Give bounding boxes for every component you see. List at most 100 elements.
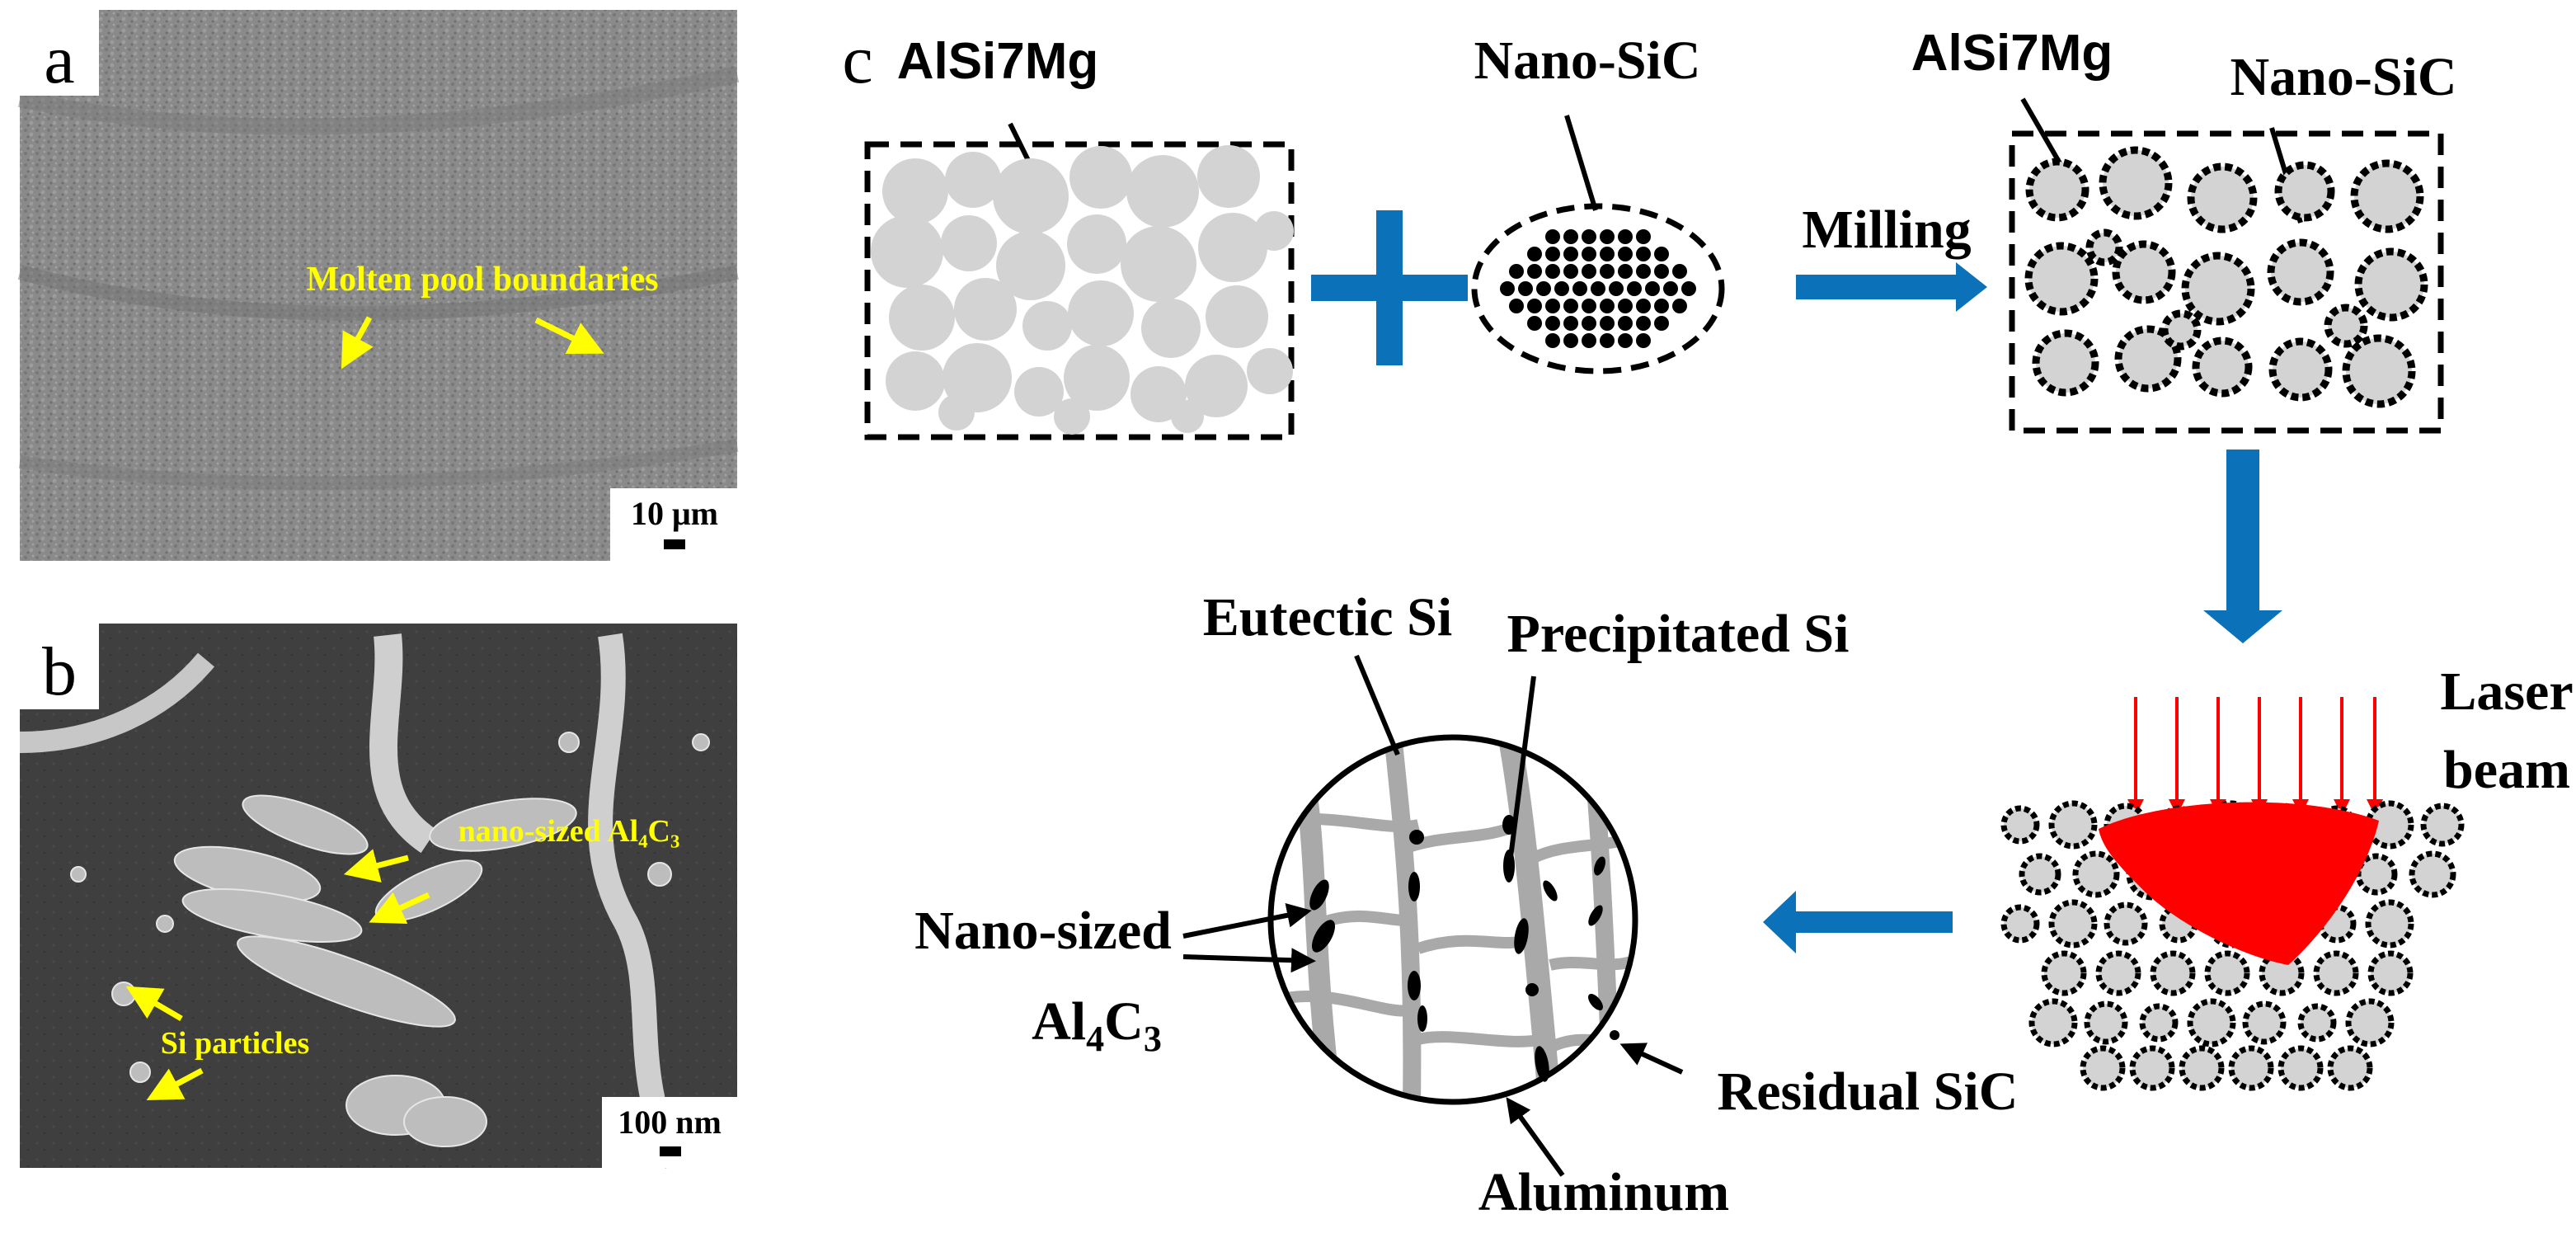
particle xyxy=(1054,398,1090,435)
particle xyxy=(1563,229,1578,244)
panel-b-scale-bar xyxy=(660,1146,681,1156)
particle xyxy=(2242,1000,2287,1045)
particle xyxy=(871,215,943,288)
particle xyxy=(1126,155,1199,228)
particle xyxy=(1618,299,1633,313)
particle xyxy=(1618,333,1633,348)
particle xyxy=(2085,228,2123,266)
panel-b-letter: b xyxy=(42,633,77,710)
particle xyxy=(1198,213,1267,282)
particle xyxy=(1554,281,1569,296)
particle xyxy=(1654,299,1669,313)
particle xyxy=(1171,400,1204,433)
particle xyxy=(1064,345,1130,411)
al4c3-leader-1 xyxy=(1182,902,1312,939)
particle xyxy=(1518,281,1533,296)
plus-sign-icon xyxy=(1311,210,1468,365)
particle xyxy=(2048,899,2098,949)
particle xyxy=(2268,337,2333,402)
particle xyxy=(1600,333,1615,348)
particle xyxy=(2048,800,2098,850)
panel-b-arrow-al4c3-1 xyxy=(343,849,409,883)
particle xyxy=(1582,299,1596,313)
particle xyxy=(2025,158,2089,222)
milling-arrow-icon xyxy=(1796,262,1987,312)
particle xyxy=(1121,226,1196,302)
particle xyxy=(2324,304,2368,348)
particle xyxy=(2112,240,2176,304)
particle xyxy=(1545,247,1560,261)
particle xyxy=(1636,264,1651,279)
residual-leader xyxy=(1619,1043,1684,1075)
panel-a-scale-bar xyxy=(664,539,685,549)
particle xyxy=(1022,301,1072,351)
particle xyxy=(1500,281,1515,296)
particle xyxy=(1527,247,1542,261)
particle xyxy=(1545,299,1560,313)
particle xyxy=(1618,247,1633,261)
particle xyxy=(2080,1045,2126,1091)
particle xyxy=(1582,247,1596,261)
particle xyxy=(2024,242,2099,316)
particle xyxy=(2028,998,2078,1047)
particle xyxy=(1247,348,1293,394)
particle xyxy=(2129,1045,2175,1091)
particle xyxy=(2409,850,2456,898)
particle xyxy=(1014,367,1064,417)
particle xyxy=(1600,247,1615,261)
panel-a-annotation: Molten pool boundaries xyxy=(306,261,658,299)
particle xyxy=(2228,1045,2274,1091)
nano-sic-label: Nano-SiC xyxy=(1474,31,1700,91)
particle xyxy=(1509,299,1524,313)
panel-b-letter-box xyxy=(20,624,99,709)
particle xyxy=(1681,281,1696,296)
particle xyxy=(1069,146,1132,209)
particle xyxy=(1618,264,1633,279)
panel-b-arrow-al4c3-2 xyxy=(369,892,430,924)
particle xyxy=(1527,264,1542,279)
particle xyxy=(2342,334,2416,408)
particle xyxy=(1591,281,1605,296)
particle xyxy=(1563,264,1578,279)
mixed-powder-label: AlSi7Mg xyxy=(1911,25,2113,82)
melt-pool xyxy=(2099,802,2379,965)
laser-rays xyxy=(2127,697,2383,816)
particle xyxy=(1600,229,1615,244)
particle xyxy=(2187,162,2258,233)
panel-b-arrow-si-1 xyxy=(125,986,183,1022)
panel-a-scale-label: 10 μm xyxy=(631,495,718,532)
al4c3-leader-2 xyxy=(1182,948,1316,973)
particle xyxy=(2179,1045,2225,1091)
al4c3-label: Al4C3 xyxy=(1032,991,1162,1059)
nano-sic-cluster xyxy=(1500,229,1696,348)
particle xyxy=(1654,247,1669,261)
milling-label: Milling xyxy=(1802,200,1971,260)
particle xyxy=(996,231,1065,300)
particle xyxy=(2019,853,2061,896)
particle xyxy=(1068,280,1134,346)
particle xyxy=(1572,281,1587,296)
panel-c-letter: c xyxy=(842,21,872,98)
particle xyxy=(2365,899,2414,949)
particle xyxy=(1563,316,1578,331)
particle xyxy=(2000,805,2040,845)
panel-b-annotation-al4c3: nano-sized Al₄C₃ xyxy=(458,814,680,849)
particle xyxy=(2114,325,2182,393)
particle xyxy=(2345,998,2395,1047)
panel-a-pool-band xyxy=(18,439,739,490)
particle xyxy=(1527,316,1542,331)
particle xyxy=(1636,247,1651,261)
particle xyxy=(2278,1045,2324,1091)
particle xyxy=(2274,161,2335,222)
powder-label: AlSi7Mg xyxy=(897,33,1099,90)
particle xyxy=(2000,904,2040,944)
particle xyxy=(2367,950,2414,996)
particle xyxy=(1636,333,1651,348)
particle xyxy=(1582,229,1596,244)
particle xyxy=(1582,316,1596,331)
aluminum-leader xyxy=(1506,1097,1565,1177)
precipitated-leader xyxy=(1507,675,1536,871)
panel-b-arrow-si-2 xyxy=(146,1067,204,1100)
particle xyxy=(2192,337,2253,398)
panel-c: c AlSi7Mg Nano-SiC Milling AlSi7Mg Nano-… xyxy=(842,21,2573,1222)
